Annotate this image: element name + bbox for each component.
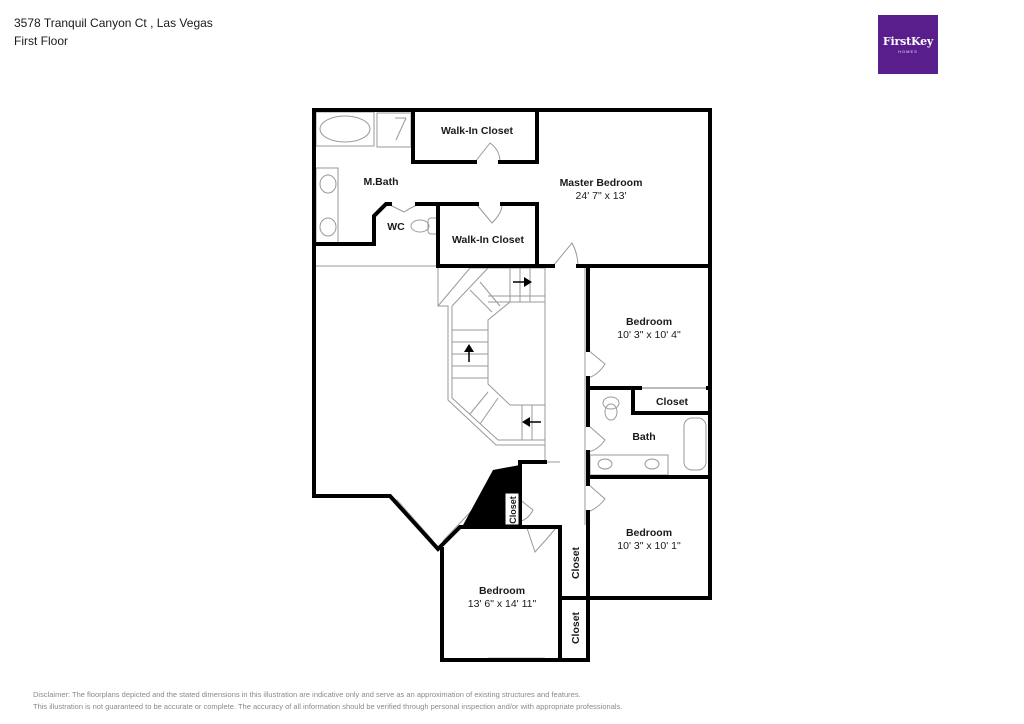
disclaimer-line-1: Disclaimer: The floorplans depicted and … — [33, 690, 581, 699]
logo-sub: HOMES — [898, 49, 918, 54]
logo-brand: FirstKey — [882, 35, 934, 48]
closet-1-label: Closet — [656, 396, 689, 408]
bedroom-2-dimensions: 10' 3" x 10' 1" — [617, 540, 681, 552]
stair-arrow-left-icon — [522, 417, 541, 427]
master-bedroom-label: Master Bedroom — [560, 177, 643, 189]
bedroom-2-label: Bedroom — [626, 527, 672, 539]
disclaimer: Disclaimer: The floorplans depicted and … — [33, 689, 622, 713]
walkin-closet-2-label: Walk-In Closet — [452, 234, 524, 246]
mbath-label: M.Bath — [364, 176, 399, 188]
bath-label: Bath — [632, 431, 655, 443]
property-address: 3578 Tranquil Canyon Ct , Las Vegas — [14, 16, 213, 30]
walkin-closet-1-label: Walk-In Closet — [441, 125, 513, 137]
stair-arrow-right-icon — [513, 277, 532, 287]
floor-name: First Floor — [14, 34, 68, 48]
walls — [312, 108, 712, 662]
stair-arrow-up-icon — [464, 344, 474, 362]
wc-label: WC — [387, 221, 405, 233]
disclaimer-line-2: This illustration is not guaranteed to b… — [33, 702, 623, 711]
interior-fixtures — [312, 108, 712, 661]
master-bedroom-dimensions: 24' 7" x 13' — [576, 190, 627, 202]
closet-hall-label: Closet — [508, 496, 518, 524]
bedroom-1-label: Bedroom — [626, 316, 672, 328]
bedroom-1-dimensions: 10' 3" x 10' 4" — [617, 329, 681, 341]
bedroom-3-dimensions: 13' 6" x 14' 11" — [468, 598, 537, 610]
firstkey-logo: FirstKey HOMES — [878, 15, 938, 74]
closet-3-label: Closet — [570, 611, 582, 644]
bedroom-3-label: Bedroom — [479, 585, 525, 597]
page-header: 3578 Tranquil Canyon Ct , Las Vegas Firs… — [14, 14, 213, 50]
closet-2-label: Closet — [570, 546, 582, 579]
